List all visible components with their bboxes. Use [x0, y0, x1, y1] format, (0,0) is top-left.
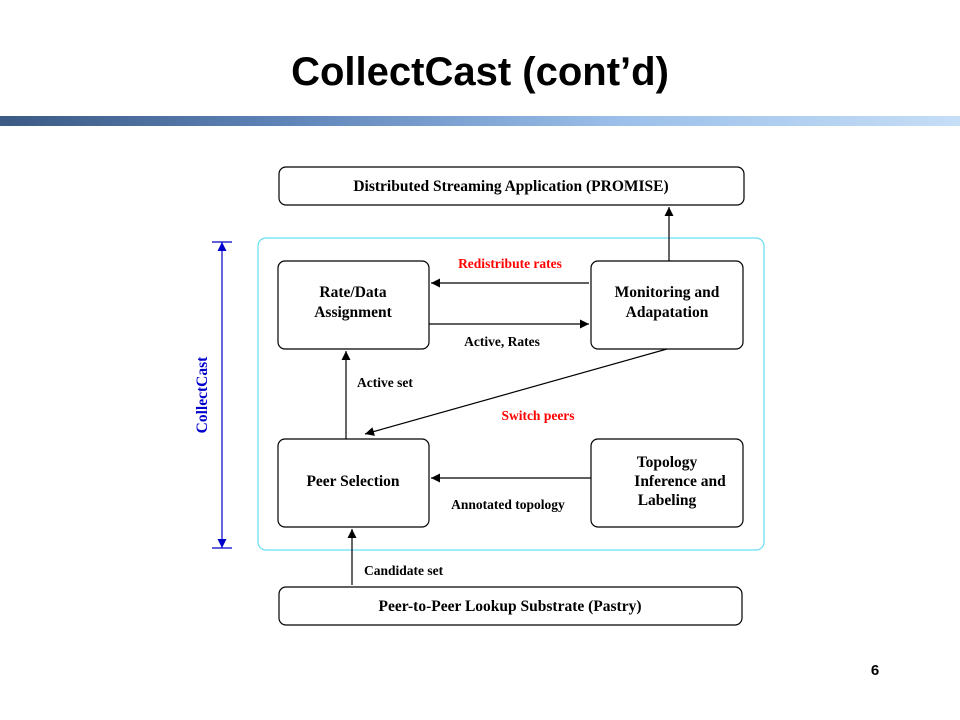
topology-inference-label-2: Inference and	[634, 473, 726, 490]
peer-selection-box	[277, 438, 430, 528]
title-underline-bar	[0, 116, 960, 126]
topology-inference-box	[590, 438, 744, 528]
page-number: 6	[870, 662, 880, 679]
label-active-rates: Active, Rates	[464, 334, 540, 349]
topology-inference-label-1: Topology	[637, 454, 698, 471]
topology-inference-label-3: Labeling	[638, 492, 697, 509]
peer-selection-label: Peer Selection	[306, 473, 399, 490]
collectcast-vertical-label: CollectCast	[194, 356, 211, 433]
monitoring-adaptation-label-1: Monitoring and	[615, 284, 720, 301]
rate-data-assignment-label-2: Assignment	[314, 304, 392, 321]
label-annotated-topology: Annotated topology	[451, 497, 565, 512]
label-active-set: Active set	[357, 375, 413, 390]
slide-title: CollectCast (cont’d)	[291, 50, 669, 94]
monitoring-adaptation-label-2: Adapatation	[626, 304, 709, 321]
label-switch-peers: Switch peers	[501, 408, 574, 423]
label-redistribute-rates: Redistribute rates	[458, 256, 562, 271]
label-candidate-set: Candidate set	[364, 563, 444, 578]
rate-data-assignment-box	[277, 260, 430, 350]
lookup-substrate-label: Peer-to-Peer Lookup Substrate (Pastry)	[378, 598, 641, 615]
rate-data-assignment-label-1: Rate/Data	[319, 284, 386, 301]
application-box	[278, 166, 745, 206]
lookup-substrate-box	[278, 586, 743, 626]
arrow-switch-peers	[364, 348, 668, 436]
collectcast-extent-marker	[212, 241, 232, 549]
application-label: Distributed Streaming Application (PROMI…	[353, 178, 668, 195]
